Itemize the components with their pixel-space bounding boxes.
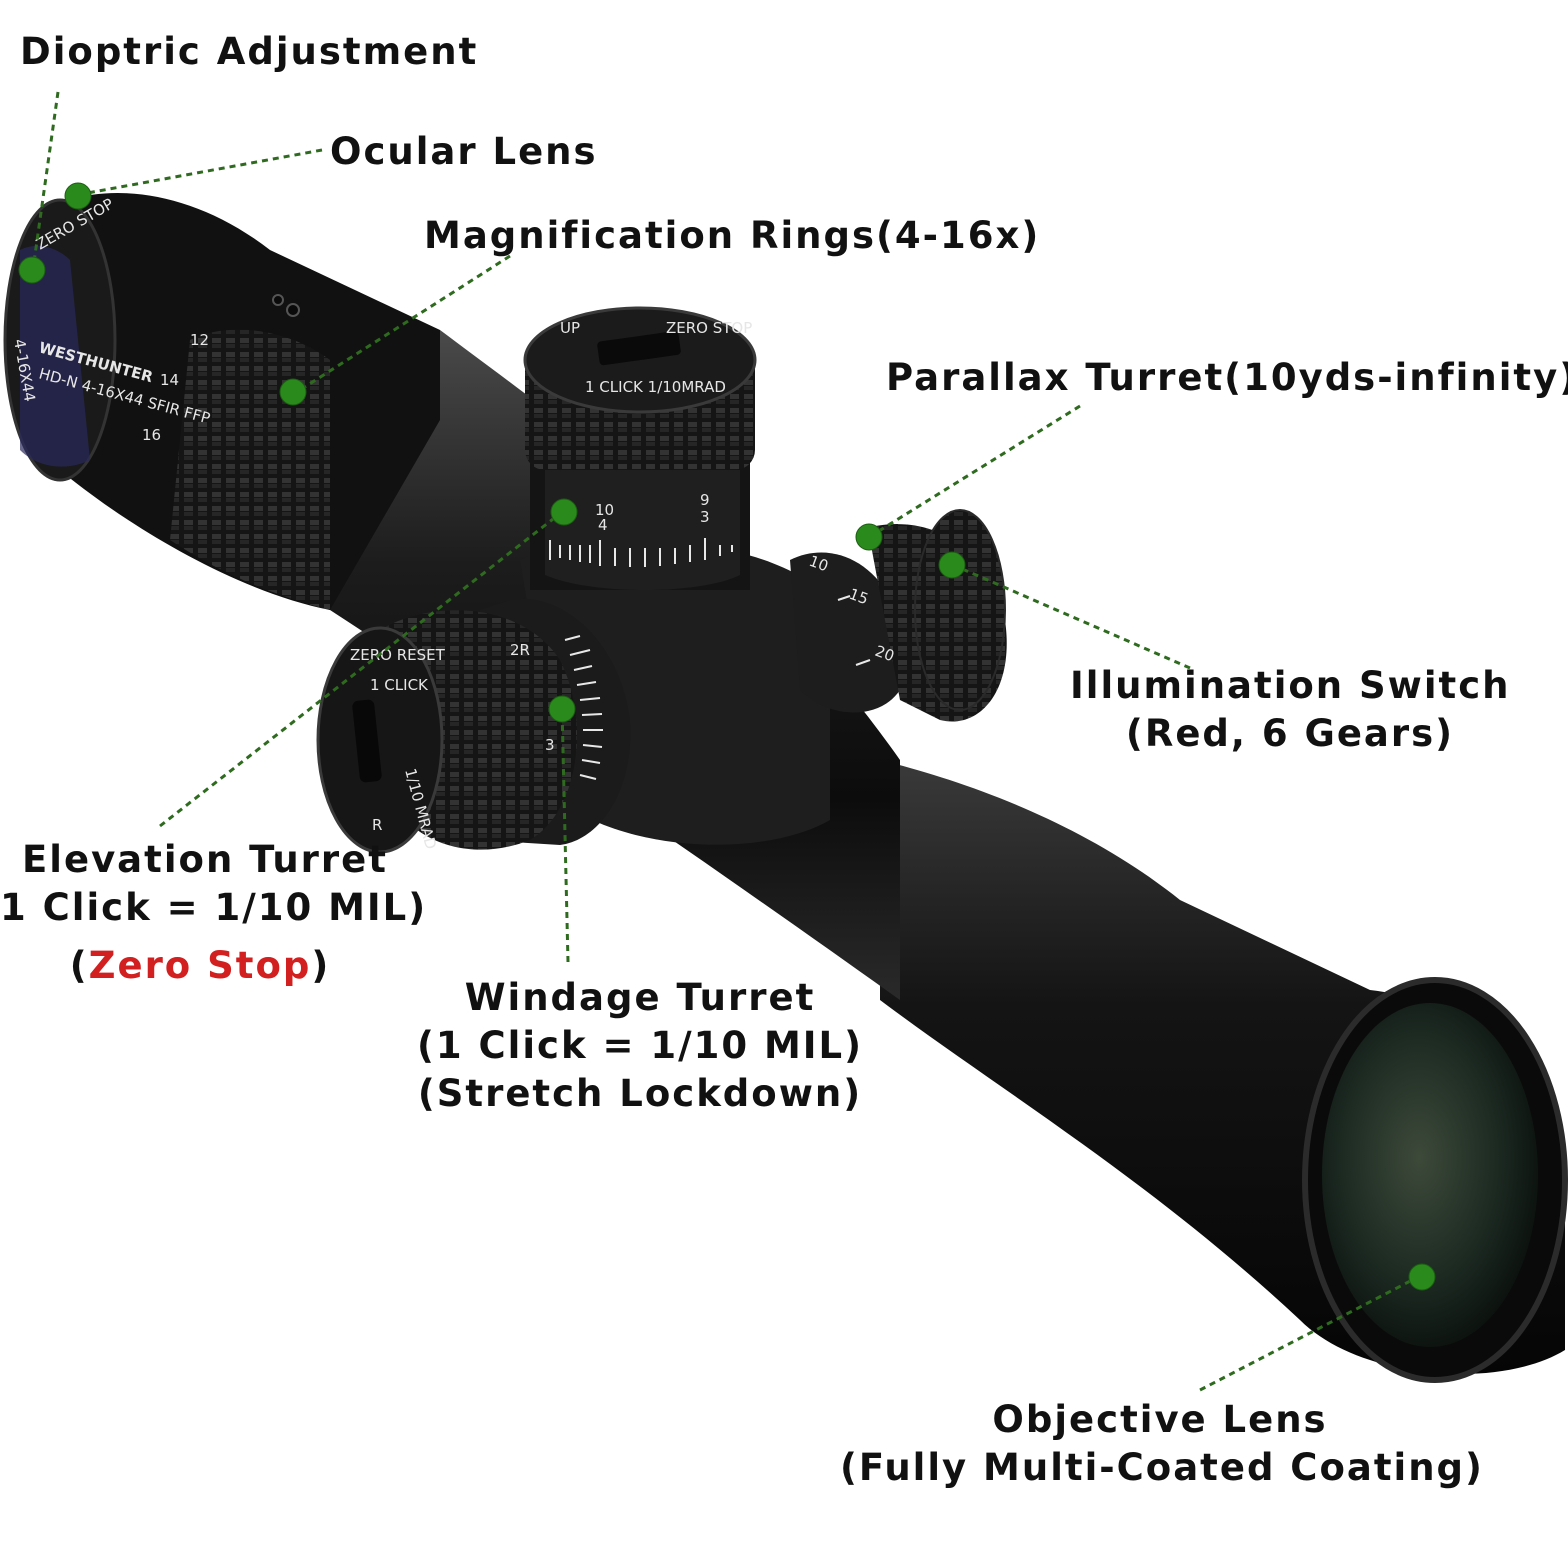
label-illumination-switch: Illumination Switch (Red, 6 Gears) xyxy=(1070,662,1510,758)
dot-illumination xyxy=(938,551,966,579)
label-elevation-line1: Elevation Turret xyxy=(22,838,388,881)
leader-parallax xyxy=(873,404,1081,536)
leader-lines xyxy=(32,91,1421,1392)
callout-dots xyxy=(18,182,1436,1291)
label-elevation-paren-open: ( xyxy=(69,944,89,987)
svg-text:4: 4 xyxy=(598,516,608,534)
label-parallax-turret: Parallax Turret(10yds-infinity) xyxy=(886,356,1568,399)
dot-magnification xyxy=(279,378,307,406)
mag-mark-14: 14 xyxy=(160,371,179,389)
elevation-turret: UP ZERO STOP 1 CLICK 1/10MRAD 10 4 xyxy=(523,306,757,590)
svg-text:10: 10 xyxy=(807,552,831,575)
label-elevation-paren-close: ) xyxy=(311,944,331,987)
svg-text:2R: 2R xyxy=(510,641,530,659)
label-windage-turret: Windage Turret (1 Click = 1/10 MIL) (Str… xyxy=(410,974,870,1118)
label-elevation-line2: 1 Click = 1/10 MIL) xyxy=(0,886,428,929)
label-windage-line3: (Stretch Lockdown) xyxy=(417,1072,863,1115)
svg-text:10: 10 xyxy=(595,501,614,519)
windage-scale xyxy=(564,635,603,780)
wind-3-text: 3 xyxy=(545,736,555,754)
svg-text:15: 15 xyxy=(847,585,871,608)
svg-text:ZERO RESET: ZERO RESET xyxy=(350,646,446,664)
label-zero-stop: Zero Stop xyxy=(88,944,312,987)
leader-illumination xyxy=(959,566,1191,670)
dot-windage xyxy=(548,695,576,723)
elev-mark-9: 9 xyxy=(700,491,710,509)
label-illumination-line1: Illumination Switch xyxy=(1070,664,1511,707)
windage-turret: ZERO RESET 1 CLICK 1/10 MRAD R 2R 3 xyxy=(316,598,631,854)
wind-click-text: 1 CLICK xyxy=(370,676,429,694)
par-mark-20: 20 xyxy=(873,642,897,665)
wind-2r-text: 2R xyxy=(510,641,530,659)
label-dioptric-adjustment: Dioptric Adjustment xyxy=(20,30,479,73)
svg-text:3: 3 xyxy=(545,736,555,754)
dot-objective xyxy=(1408,1263,1436,1291)
leader-objective xyxy=(1199,1274,1421,1392)
label-windage-line2: (1 Click = 1/10 MIL) xyxy=(416,1024,864,1067)
leader-magnification xyxy=(299,254,511,392)
leader-windage xyxy=(560,707,570,963)
dot-elevation xyxy=(550,498,578,526)
svg-text:1 CLICK 1/10MRAD: 1 CLICK 1/10MRAD xyxy=(585,378,726,396)
label-windage-line1: Windage Turret xyxy=(464,976,816,1019)
elev-up-text: UP xyxy=(560,319,580,337)
mag-mark-16: 16 xyxy=(142,426,161,444)
svg-text:UP: UP xyxy=(560,319,580,337)
elev-mark-3: 3 xyxy=(700,508,710,526)
svg-text:R: R xyxy=(372,816,382,834)
par-mark-10: 10 xyxy=(807,552,831,575)
label-illumination-line2: (Red, 6 Gears) xyxy=(1125,712,1455,755)
label-objective-lens: Objective Lens (Fully Multi-Coated Coati… xyxy=(840,1396,1484,1492)
elev-zero-stop-text: ZERO STOP xyxy=(666,319,752,337)
svg-text:14: 14 xyxy=(160,371,179,389)
wind-zero-reset-text: ZERO RESET xyxy=(350,646,446,664)
leader-dioptric xyxy=(32,91,60,263)
elev-mark-10: 10 xyxy=(595,501,614,519)
dot-dioptric xyxy=(18,256,46,284)
label-magnification-rings: Magnification Rings(4-16x) xyxy=(424,214,1041,257)
elevation-scale xyxy=(549,538,733,567)
dot-ocular xyxy=(64,182,92,210)
label-objective-line2: (Fully Multi-Coated Coating) xyxy=(840,1446,1484,1489)
svg-text:12: 12 xyxy=(190,331,209,349)
magnification-ring xyxy=(170,329,330,610)
label-objective-line1: Objective Lens xyxy=(992,1398,1328,1441)
svg-text:ZERO STOP: ZERO STOP xyxy=(666,319,752,337)
elev-mark-4: 4 xyxy=(598,516,608,534)
svg-text:1 CLICK: 1 CLICK xyxy=(370,676,429,694)
elev-click-text: 1 CLICK 1/10MRAD xyxy=(585,378,726,396)
leader-ocular xyxy=(81,148,323,196)
svg-text:16: 16 xyxy=(142,426,161,444)
svg-text:9: 9 xyxy=(700,491,710,509)
label-ocular-lens: Ocular Lens xyxy=(330,130,598,173)
svg-text:20: 20 xyxy=(873,642,897,665)
label-elevation-turret: Elevation Turret 1 Click = 1/10 MIL) (Ze… xyxy=(0,836,428,990)
dot-parallax xyxy=(855,523,883,551)
objective-lens-glass xyxy=(1322,1003,1538,1347)
label-elevation-line3: (Zero Stop) xyxy=(0,942,410,990)
wind-r-text: R xyxy=(372,816,382,834)
leader-elevation xyxy=(159,510,563,828)
par-mark-15: 15 xyxy=(847,585,871,608)
svg-text:3: 3 xyxy=(700,508,710,526)
parallax-turret: 10 15 20 xyxy=(790,509,1007,722)
mag-mark-12: 12 xyxy=(190,331,209,349)
